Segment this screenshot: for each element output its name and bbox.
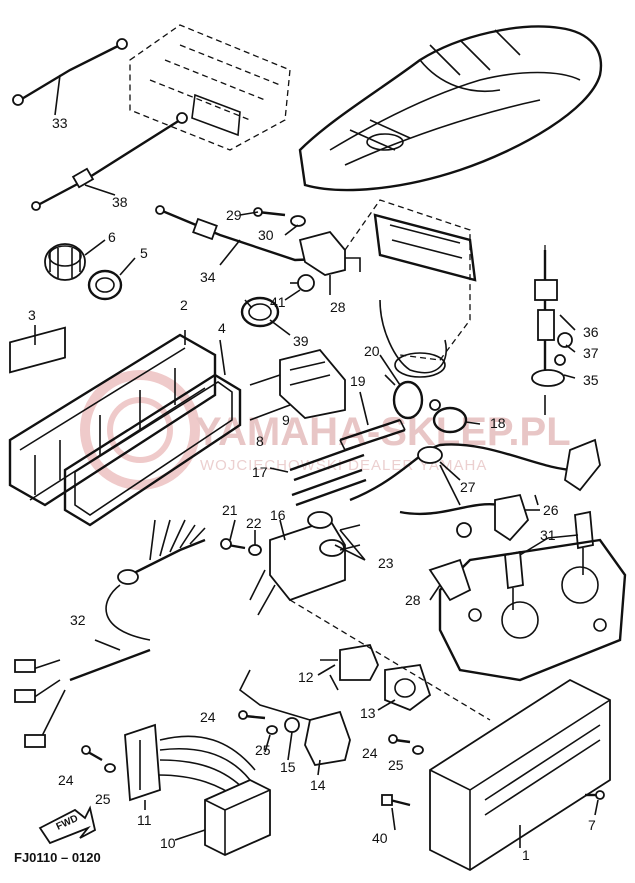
callout-labels: 33 38 6 5 29 30 34 28 41 39 3 2 4 36 37 … bbox=[28, 115, 599, 863]
callout-20: 20 bbox=[364, 343, 380, 359]
callout-16: 16 bbox=[270, 507, 286, 523]
part-17-sleeves bbox=[269, 443, 367, 507]
callout-33: 33 bbox=[52, 115, 68, 131]
part-5-gasket-ring bbox=[87, 257, 136, 301]
part-27-spark-plug-lead bbox=[349, 443, 576, 516]
callout-24-a: 24 bbox=[200, 709, 216, 725]
callout-7: 7 bbox=[588, 817, 596, 833]
callout-25-c: 25 bbox=[95, 791, 111, 807]
callout-40: 40 bbox=[372, 830, 388, 846]
callout-27: 27 bbox=[460, 479, 476, 495]
callout-41: 41 bbox=[270, 294, 286, 310]
callout-39: 39 bbox=[293, 333, 309, 349]
part-40-bolt bbox=[381, 794, 411, 807]
callout-1: 1 bbox=[522, 847, 530, 863]
watercraft-hull-illustration bbox=[298, 25, 603, 192]
part-24-bolt-a bbox=[238, 710, 266, 720]
part-15-clip bbox=[284, 717, 300, 733]
part-22-washer bbox=[248, 544, 262, 556]
callout-24-c: 24 bbox=[58, 772, 74, 788]
callout-17: 17 bbox=[252, 464, 268, 480]
callout-32: 32 bbox=[70, 612, 86, 628]
part-24-bolt-c bbox=[81, 745, 103, 762]
part-25-washer-c bbox=[104, 763, 116, 773]
callout-11: 11 bbox=[137, 812, 152, 828]
callout-31: 31 bbox=[540, 527, 556, 543]
callout-6: 6 bbox=[108, 229, 116, 245]
callout-25-b: 25 bbox=[388, 757, 404, 773]
part-7-screw bbox=[585, 790, 605, 800]
callout-18: 18 bbox=[490, 415, 506, 431]
part-39-clamp bbox=[240, 296, 280, 328]
callout-2: 2 bbox=[180, 297, 188, 313]
part-1-electrical-box bbox=[289, 599, 611, 872]
callout-29: 29 bbox=[226, 207, 242, 223]
part-25-washer-a bbox=[266, 725, 278, 735]
part-12-relay bbox=[320, 643, 379, 691]
callout-38: 38 bbox=[112, 194, 128, 210]
part-33-wire-lead bbox=[12, 38, 128, 116]
part-29-bolt bbox=[253, 207, 286, 217]
part-16-ignition-coil bbox=[249, 511, 346, 616]
callout-14: 14 bbox=[310, 777, 326, 793]
watermark-main: YAMAHA-SKLEP.PL bbox=[195, 410, 571, 454]
cylinder-head bbox=[438, 538, 627, 682]
callout-28-lower: 28 bbox=[405, 592, 421, 608]
part-31-spark-plugs bbox=[504, 510, 594, 610]
part-38-wire-lead bbox=[31, 112, 188, 211]
part-30-washer bbox=[290, 215, 306, 227]
callout-4: 4 bbox=[218, 320, 226, 336]
part-2-box-base bbox=[8, 330, 217, 507]
callout-22: 22 bbox=[246, 515, 262, 531]
part-28-bracket-upper bbox=[298, 230, 361, 276]
part-32-wire-harness bbox=[14, 519, 206, 748]
callout-8: 8 bbox=[256, 433, 264, 449]
callout-23: 23 bbox=[378, 555, 394, 571]
part-4-box-gasket bbox=[63, 339, 242, 527]
callout-35: 35 bbox=[583, 372, 599, 388]
callout-9: 9 bbox=[282, 412, 290, 428]
part-25-washer-b bbox=[412, 745, 424, 755]
diagram-code: FJ0110 – 0120 bbox=[14, 850, 101, 865]
part-21-bolt bbox=[220, 538, 246, 550]
part-10-cover bbox=[204, 779, 271, 856]
callout-26: 26 bbox=[543, 502, 559, 518]
part-14-rectifier bbox=[238, 669, 351, 766]
callout-37: 37 bbox=[583, 345, 599, 361]
part-20-clamp bbox=[384, 374, 424, 420]
electrical-box-cover bbox=[129, 24, 291, 151]
callout-30: 30 bbox=[258, 227, 274, 243]
callout-28-upper: 28 bbox=[330, 299, 346, 315]
part-24-bolt-b bbox=[388, 734, 411, 744]
callout-12: 12 bbox=[298, 669, 314, 685]
part-3-label-plate bbox=[9, 325, 66, 374]
callout-13: 13 bbox=[360, 705, 376, 721]
callout-21: 21 bbox=[222, 502, 238, 518]
part-13-starter-relay bbox=[384, 664, 432, 712]
callout-15: 15 bbox=[280, 759, 296, 775]
forward-arrow-icon: FWD bbox=[38, 805, 97, 845]
callout-24-b: 24 bbox=[362, 745, 378, 761]
callout-5: 5 bbox=[140, 245, 148, 261]
callout-10: 10 bbox=[160, 835, 176, 851]
intake-duct bbox=[344, 199, 477, 378]
part-6-cap bbox=[44, 239, 106, 281]
leader-lines bbox=[94, 211, 599, 848]
callout-36: 36 bbox=[583, 324, 599, 340]
part-28-bracket-lower bbox=[428, 522, 472, 602]
callout-19: 19 bbox=[350, 373, 366, 389]
part-9-regulator bbox=[249, 348, 346, 421]
callout-25-a: 25 bbox=[255, 742, 271, 758]
part-41-clip bbox=[290, 274, 315, 292]
part-18-clamp bbox=[429, 399, 481, 434]
callout-34: 34 bbox=[200, 269, 216, 285]
part-26-plug-cap bbox=[494, 438, 601, 542]
part-35-37-sensor-assembly bbox=[531, 245, 573, 415]
callout-3: 3 bbox=[28, 307, 36, 323]
